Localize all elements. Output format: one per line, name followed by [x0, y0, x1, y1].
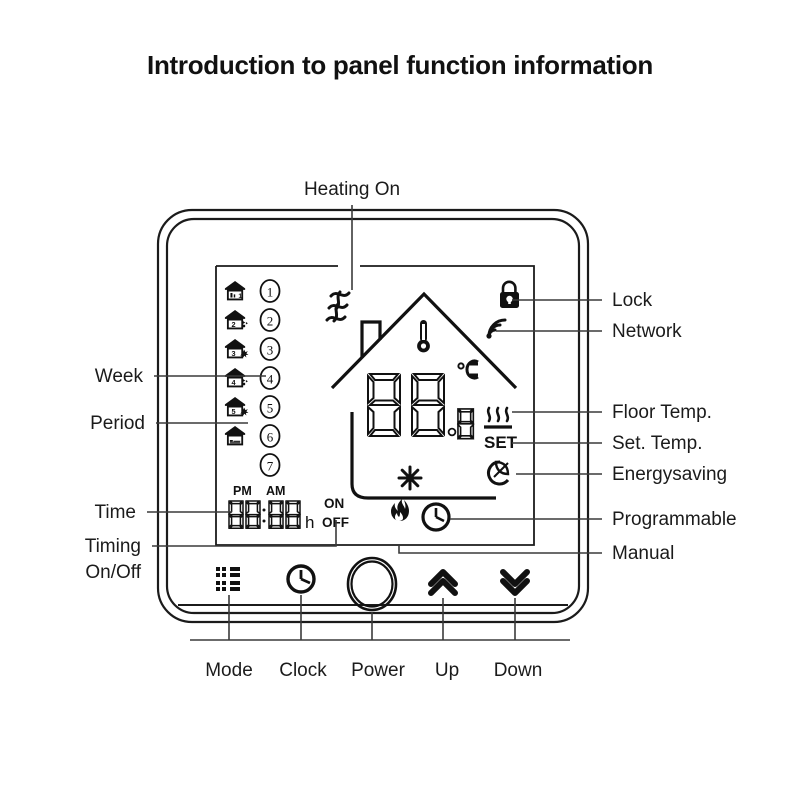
eco-leaf-icon	[487, 460, 510, 486]
week-day-6: 6	[259, 424, 281, 448]
callout-timing: Timing	[85, 536, 141, 557]
callout-power: Power	[351, 660, 406, 681]
week-day-1: 1	[259, 279, 281, 303]
wifi-icon	[486, 318, 507, 339]
time-display: PM AM	[227, 484, 349, 532]
svg-text:3: 3	[267, 343, 274, 358]
callout-mode: Mode	[205, 660, 253, 681]
callout-floor-temp: Floor Temp.	[612, 402, 712, 423]
callout-network: Network	[612, 321, 682, 342]
house-leave-icon: 2	[224, 310, 248, 330]
device-body	[156, 208, 590, 624]
house-home-icon: 5	[224, 397, 249, 417]
svg-text:6: 6	[267, 430, 274, 445]
floor-heating-icon	[484, 406, 512, 429]
temperature-display	[367, 359, 479, 440]
heat-waves-icon	[325, 290, 351, 323]
period-icon-group: 1 2 3 4	[224, 281, 249, 446]
svg-text:1: 1	[238, 293, 242, 300]
callout-programmable: Programmable	[612, 509, 737, 530]
callout-heating-on: Heating On	[304, 179, 400, 200]
week-day-2: 2	[259, 308, 281, 332]
svg-text:4: 4	[267, 372, 274, 387]
callout-lock: Lock	[612, 290, 653, 311]
week-number-group: 1 2 3 4 5 6 7	[259, 279, 281, 477]
degree-celsius-symbol	[457, 359, 479, 380]
leader-lines	[147, 205, 602, 641]
mode-button[interactable]	[215, 566, 242, 593]
house-return-icon: 4	[224, 368, 248, 388]
svg-text:7: 7	[267, 459, 274, 474]
svg-text:5: 5	[232, 407, 236, 416]
week-day-3: 3	[259, 337, 281, 361]
power-button[interactable]	[346, 556, 398, 612]
padlock-icon	[500, 280, 519, 308]
snowflake-icon	[397, 465, 423, 491]
svg-text:1: 1	[267, 285, 274, 300]
callout-set-temp: Set. Temp.	[612, 433, 702, 454]
clock-icon	[421, 502, 451, 532]
pm-label: PM	[233, 484, 252, 498]
set-temp-label: SET	[484, 433, 518, 452]
callout-clock: Clock	[279, 660, 327, 681]
house-outline-graphic	[330, 291, 518, 500]
time-unit-label: h	[305, 513, 314, 532]
svg-text:3: 3	[232, 349, 236, 358]
callout-energysaving: Energysaving	[612, 464, 727, 485]
callout-time: Time	[94, 502, 136, 523]
week-day-7: 7	[259, 453, 281, 477]
callout-period: Period	[90, 413, 145, 434]
callout-down: Down	[494, 660, 543, 681]
clock-button[interactable]	[286, 564, 316, 594]
lcd-screen	[215, 265, 535, 546]
timing-on-label: ON	[324, 496, 344, 511]
down-button[interactable]	[500, 569, 530, 596]
am-label: AM	[266, 484, 285, 498]
house-wakeup-icon: 1	[224, 281, 246, 301]
thermometer-icon	[417, 320, 430, 353]
time-digits	[227, 500, 302, 530]
house-away-icon: 3	[224, 339, 249, 359]
svg-text:4: 4	[232, 378, 237, 387]
callout-manual: Manual	[612, 543, 674, 564]
svg-text:5: 5	[267, 401, 274, 416]
week-day-4: 4	[259, 366, 281, 390]
svg-text:2: 2	[267, 314, 274, 329]
page-title: Introduction to panel function informati…	[147, 50, 653, 80]
callout-timing-line2: On/Off	[85, 562, 141, 583]
flame-icon	[391, 499, 409, 521]
callout-week: Week	[95, 366, 144, 387]
house-sleep-icon	[224, 426, 246, 446]
week-day-5: 5	[259, 395, 281, 419]
callout-up: Up	[435, 660, 459, 681]
up-button[interactable]	[428, 569, 458, 596]
svg-text:2: 2	[232, 320, 236, 329]
button-row	[215, 556, 530, 612]
